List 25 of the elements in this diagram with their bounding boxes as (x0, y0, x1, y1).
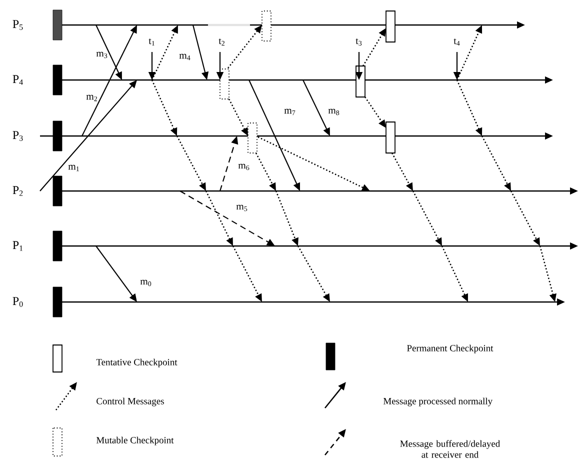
process-label: P$_{1}$ (12, 241, 23, 251)
message-label: m$_{7}$ (284, 108, 296, 116)
process-label: P$_{0}$ (12, 297, 23, 307)
message-label: m$_{2}$ (86, 94, 97, 102)
legend-text: Message buffered/delayed at receiver end (400, 440, 500, 458)
process-label: P$_{4}$ (12, 75, 23, 85)
legend-text: Mutable Checkpoint (96, 436, 174, 446)
message-label: m$_{4}$ (179, 54, 190, 60)
message-label: t$_{2}$ (218, 38, 224, 46)
process-label: P$_{3}$ (12, 131, 23, 141)
message-label: m$_{1}$ (68, 164, 79, 172)
legend-text: Control Messages (96, 398, 164, 406)
process-label: P$_{5}$ (12, 20, 23, 30)
legend-text: Tentative Checkpoint (96, 358, 178, 368)
message-label: t$_{3}$ (356, 38, 362, 46)
message-label: t$_{1}$ (148, 38, 154, 46)
message-label: m$_{8}$ (328, 108, 340, 116)
legend-text: Message processed normally (383, 398, 493, 406)
message-label: m$_{0}$ (140, 280, 152, 286)
message-label: m$_{5}$ (236, 204, 248, 212)
process-label: P$_{2}$ (12, 186, 23, 196)
message-label: m$_{6}$ (238, 164, 250, 170)
legend-text: Permanent Checkpoint (407, 344, 494, 354)
message-label: m$_{3}$ (96, 52, 108, 58)
message-label: t$_{4}$ (454, 38, 460, 46)
